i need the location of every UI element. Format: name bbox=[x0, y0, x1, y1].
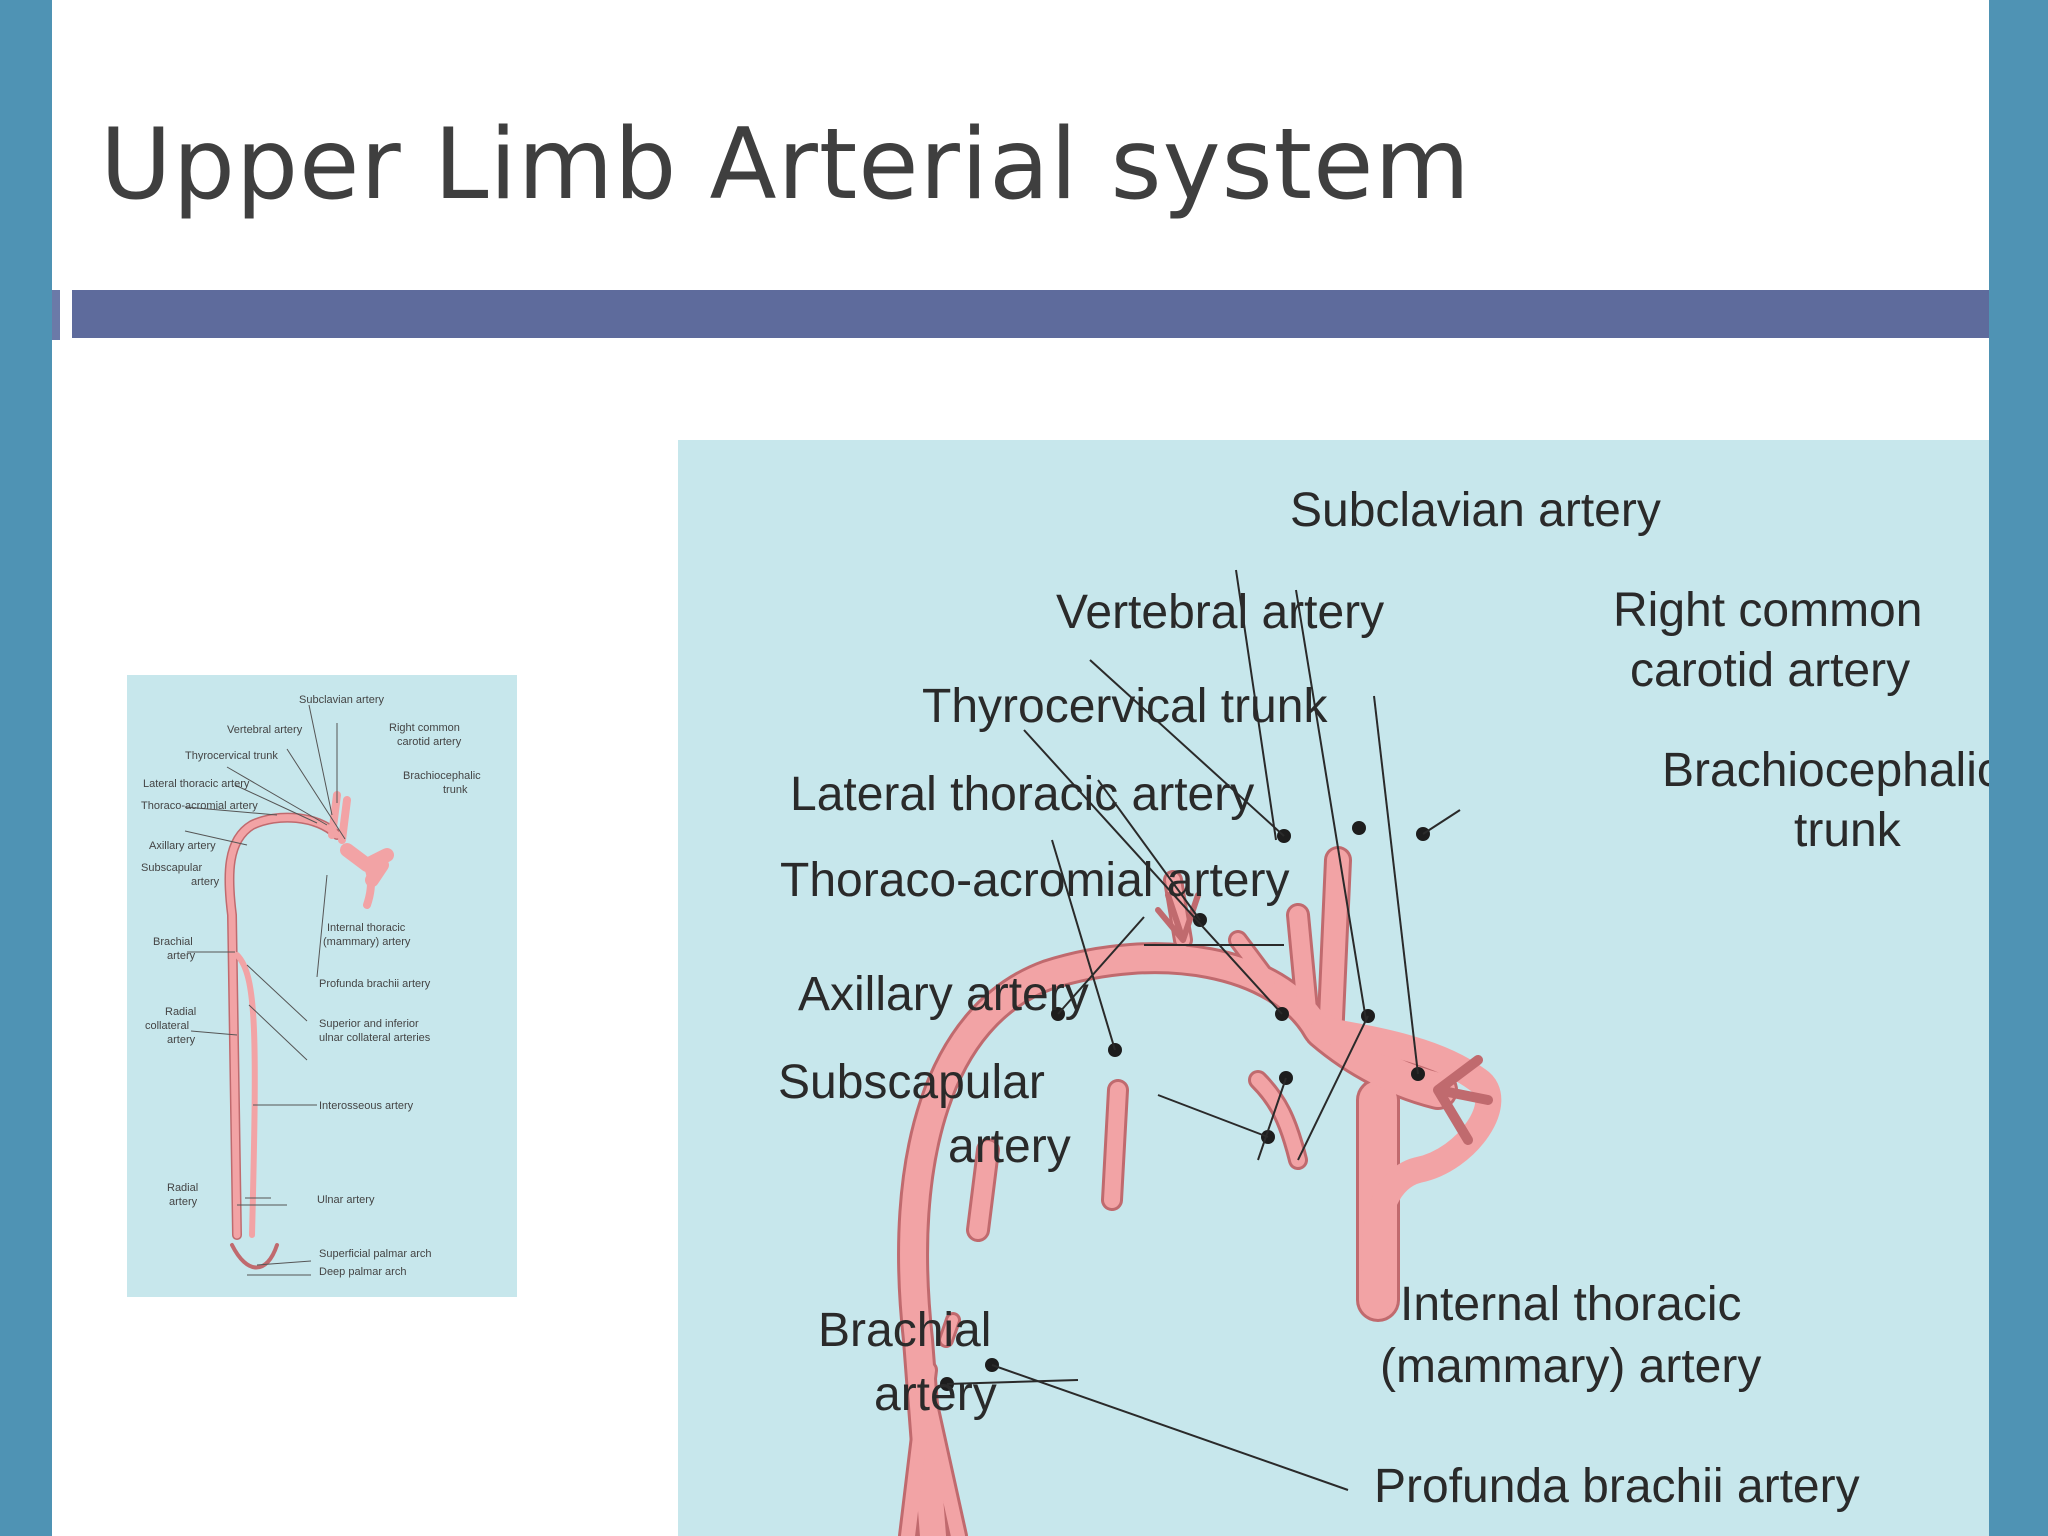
thumb-label-deep-palmar-arch: Deep palmar arch bbox=[319, 1266, 406, 1278]
thumb-label-radial-collateral-line3: artery bbox=[167, 1034, 196, 1046]
label-brachiocephalic-trunk-line2: trunk bbox=[1794, 804, 1902, 857]
thumb-label-right-common-line1: Right common bbox=[389, 722, 460, 734]
label-thyrocervical-trunk: Thyrocervical trunk bbox=[922, 680, 1328, 733]
thumb-label-right-common-line2: carotid artery bbox=[397, 736, 462, 748]
aortic-arch-branches bbox=[1433, 1055, 1493, 1145]
thumb-label-radial-line1: Radial bbox=[167, 1182, 198, 1194]
label-right-common-carotid-line1: Right common bbox=[1613, 584, 1922, 637]
thumb-label-subclavian: Subclavian artery bbox=[299, 694, 384, 706]
label-profunda-brachii-artery: Profunda brachii artery bbox=[1374, 1460, 1860, 1513]
title-bar bbox=[72, 290, 1989, 338]
thumb-label-internal-thoracic-line2: (mammary) artery bbox=[323, 936, 411, 948]
label-brachial-artery-line1: Brachial bbox=[818, 1304, 991, 1357]
label-internal-thoracic-line1: Internal thoracic bbox=[1400, 1278, 1742, 1331]
thumb-label-brachiocephalic-line2: trunk bbox=[443, 784, 468, 796]
thumbnail-leader-lines bbox=[184, 704, 346, 1276]
thoraco-acromial-branches bbox=[1155, 892, 1201, 943]
thumb-label-sup-inf-ulnar-line2: ulnar collateral arteries bbox=[319, 1032, 431, 1044]
label-internal-thoracic-line2: (mammary) artery bbox=[1380, 1340, 1761, 1393]
thumb-label-profunda-brachii: Profunda brachii artery bbox=[319, 978, 431, 990]
thumbnail-background bbox=[127, 675, 517, 1297]
thumb-label-brachiocephalic-line1: Brachiocephalic bbox=[403, 770, 481, 782]
upper-limb-artery-thumbnail: Subclavian artery Vertebral artery Right… bbox=[127, 675, 517, 1297]
thumb-label-thoraco-acromial: Thoraco-acromial artery bbox=[141, 800, 258, 812]
thumb-label-lateral-thoracic: Lateral thoracic artery bbox=[143, 778, 250, 790]
label-lateral-thoracic-artery: Lateral thoracic artery bbox=[790, 768, 1254, 821]
thumb-label-subscapular-line2: artery bbox=[191, 876, 220, 888]
label-vertebral-artery: Vertebral artery bbox=[1056, 586, 1384, 639]
label-thoraco-acromial-artery: Thoraco-acromial artery bbox=[780, 854, 1289, 907]
label-subscapular-artery-line2: artery bbox=[948, 1120, 1071, 1173]
thumb-label-brachial-line2: artery bbox=[167, 950, 196, 962]
leader-lines bbox=[946, 569, 1461, 1491]
label-brachiocephalic-trunk-line1: Brachiocephalic bbox=[1662, 744, 1989, 797]
brachiocephalic-bulge bbox=[1310, 1017, 1502, 1313]
thumb-label-internal-thoracic-line1: Internal thoracic bbox=[327, 922, 406, 934]
label-subscapular-artery-line1: Subscapular bbox=[778, 1056, 1045, 1109]
thumb-label-ulnar: Ulnar artery bbox=[317, 1194, 375, 1206]
upper-limb-artery-diagram: Subclavian artery Vertebral artery Right… bbox=[678, 440, 1989, 1536]
thumb-label-radial-collateral-line2: collateral bbox=[145, 1020, 189, 1032]
slide: Upper Limb Arterial system bbox=[52, 0, 1989, 1536]
thumb-label-vertebral: Vertebral artery bbox=[227, 724, 303, 736]
artery-tree bbox=[897, 846, 1502, 1536]
thumb-label-axillary: Axillary artery bbox=[149, 840, 216, 852]
thumb-label-sup-inf-ulnar-line1: Superior and inferior bbox=[319, 1018, 419, 1030]
thumb-label-superficial-palmar-arch: Superficial palmar arch bbox=[319, 1248, 432, 1260]
label-right-common-carotid-line2: carotid artery bbox=[1630, 644, 1910, 697]
thumb-label-radial-collateral-line1: Radial bbox=[165, 1006, 196, 1018]
thumb-label-radial-line2: artery bbox=[169, 1196, 198, 1208]
thumb-label-interosseous: Interosseous artery bbox=[319, 1100, 414, 1112]
title-bar-accent bbox=[52, 290, 60, 340]
thumb-label-brachial-line1: Brachial bbox=[153, 936, 193, 948]
label-axillary-artery: Axillary artery bbox=[798, 968, 1089, 1021]
label-brachial-artery-line2: artery bbox=[874, 1368, 997, 1421]
label-subclavian-artery: Subclavian artery bbox=[1290, 484, 1661, 537]
slide-title: Upper Limb Arterial system bbox=[100, 108, 1471, 222]
thumb-label-subscapular-line1: Subscapular bbox=[141, 862, 202, 874]
thumb-label-thyrocervical: Thyrocervical trunk bbox=[185, 750, 278, 762]
